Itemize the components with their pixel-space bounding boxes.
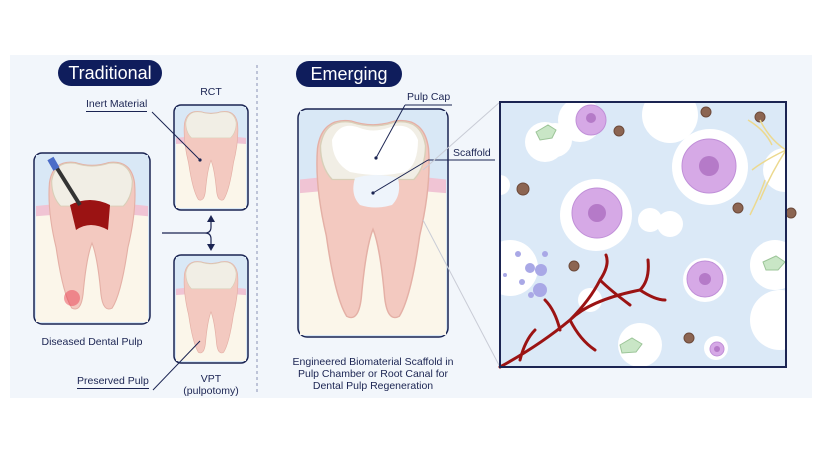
scaffold-label: Scaffold [453,147,491,159]
magnified-scaffold-view [498,101,797,369]
rct-tooth-illustration [151,104,249,211]
immune-cells [503,251,548,298]
vpt-label: VPT [200,373,222,385]
inert-material-pointer [151,111,201,161]
nerve-fibers [747,119,787,216]
rct-label: RCT [200,86,222,98]
arrow-up-icon [207,215,215,222]
emerging-caption: Engineered Biomaterial Scaffold in Pulp … [283,356,463,392]
treatment-branch-arrows [162,215,215,251]
blood-vessel [498,253,667,369]
preserved-pulp-label: Preserved Pulp [77,375,149,389]
vpt-sublabel: (pulpotomy) [183,385,239,397]
caption-line: Engineered Biomaterial Scaffold in [292,356,454,368]
endodontic-file-icon [53,163,82,207]
fibroblasts [535,124,786,354]
zoom-guide-bottom [422,219,501,368]
diseased-tooth-illustration [33,152,151,325]
section-pill-emerging: Emerging [296,61,402,87]
diseased-pulp-caption: Diseased Dental Pulp [41,336,143,348]
pulp-cap [332,125,418,175]
infection-site [64,290,80,306]
pulp-cap-label: Pulp Cap [407,91,451,103]
section-pill-traditional: Traditional [58,60,162,86]
vpt-tooth-illustration [152,254,249,391]
emerging-tooth-illustration [297,104,495,338]
caption-line: Pulp Chamber or Root Canal for [298,368,448,380]
zoom-guide-top [422,101,501,171]
inert-material-label: Inert Material [86,98,148,112]
preserved-pulp-pointer [152,340,201,391]
caption-line: Dental Pulp Regeneration [312,380,434,392]
arrow-down-icon [207,244,215,251]
